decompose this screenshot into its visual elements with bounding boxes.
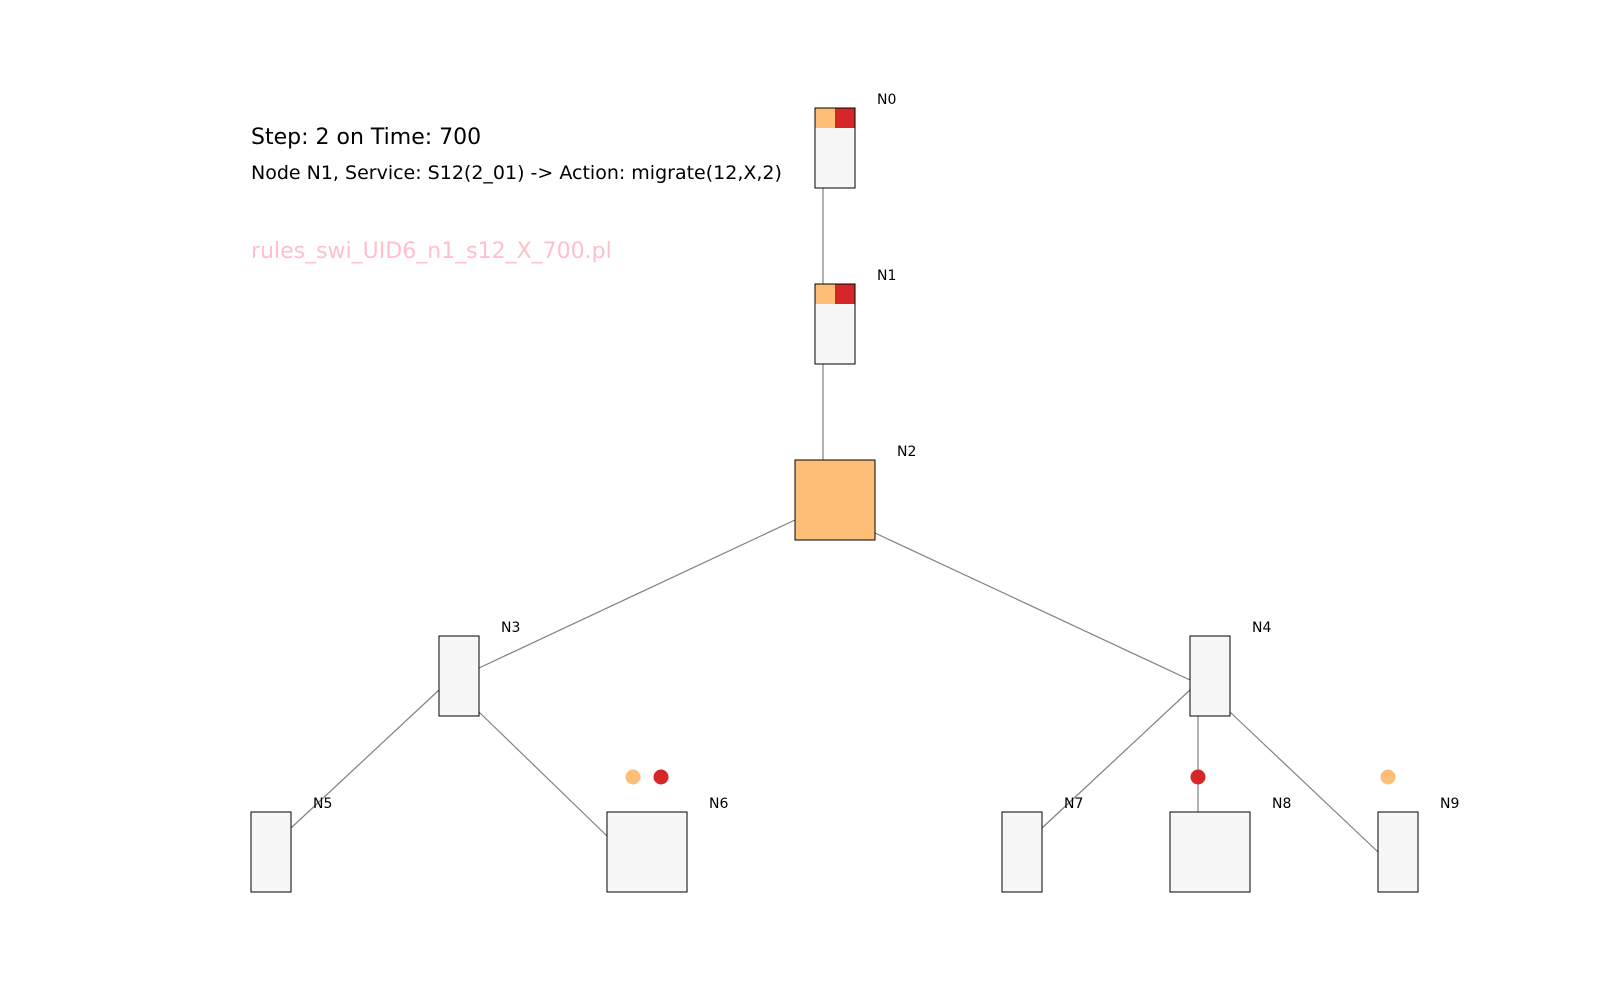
node-n5: N5 <box>250 796 332 893</box>
node-n9: N9 <box>1377 796 1459 893</box>
edge-n3-n5 <box>290 689 440 829</box>
edge-n3-n6 <box>478 711 608 837</box>
node-box <box>606 811 688 893</box>
edges-layer <box>290 188 1379 853</box>
node-border <box>606 811 688 893</box>
node-n0: N0 <box>814 92 896 189</box>
node-label: N4 <box>1252 620 1271 636</box>
node-label: N5 <box>313 796 332 812</box>
node-box <box>794 459 876 541</box>
node-n2: N2 <box>794 444 916 541</box>
node-label: N3 <box>501 620 520 636</box>
node-label: N7 <box>1064 796 1083 812</box>
service-marker-red <box>653 769 669 785</box>
edge-n2-n4 <box>874 532 1191 681</box>
edge-n4-n9 <box>1229 711 1379 853</box>
node-n1: N1 <box>814 268 896 365</box>
service-marker-orange <box>625 769 641 785</box>
node-box <box>1001 811 1043 893</box>
node-border <box>794 459 876 541</box>
node-n4: N4 <box>1189 620 1271 717</box>
action-description: Node N1, Service: S12(2_01) -> Action: m… <box>251 162 782 184</box>
node-border <box>814 283 856 365</box>
service-marker-red <box>1190 769 1206 785</box>
node-label: N0 <box>877 92 896 108</box>
service-cell-red <box>835 108 855 128</box>
node-border <box>250 811 292 893</box>
node-label: N8 <box>1272 796 1291 812</box>
node-border <box>1169 811 1251 893</box>
node-n3: N3 <box>438 620 520 717</box>
service-cell-orange <box>815 108 835 128</box>
edge-n4-n7 <box>1041 689 1191 829</box>
markers-layer <box>625 769 1396 785</box>
node-label: N9 <box>1440 796 1459 812</box>
node-label: N1 <box>877 268 896 284</box>
edge-n2-n3 <box>478 519 796 669</box>
node-border <box>438 635 480 717</box>
service-marker-orange <box>1380 769 1396 785</box>
step-title: Step: 2 on Time: 700 <box>251 125 482 150</box>
node-box <box>1189 635 1231 717</box>
node-border <box>1001 811 1043 893</box>
node-box <box>1377 811 1419 893</box>
node-n8: N8 <box>1169 796 1291 893</box>
node-n6: N6 <box>606 796 728 893</box>
node-border <box>1189 635 1231 717</box>
service-cell-red <box>835 284 855 304</box>
node-box <box>1169 811 1251 893</box>
node-label: N2 <box>897 444 916 460</box>
rules-filename: rules_swi_UID6_n1_s12_X_700.pl <box>251 239 612 264</box>
node-label: N6 <box>709 796 728 812</box>
node-n7: N7 <box>1001 796 1083 893</box>
node-border <box>1377 811 1419 893</box>
node-box <box>438 635 480 717</box>
service-cell-orange <box>815 284 835 304</box>
node-box <box>250 811 292 893</box>
node-border <box>814 107 856 189</box>
